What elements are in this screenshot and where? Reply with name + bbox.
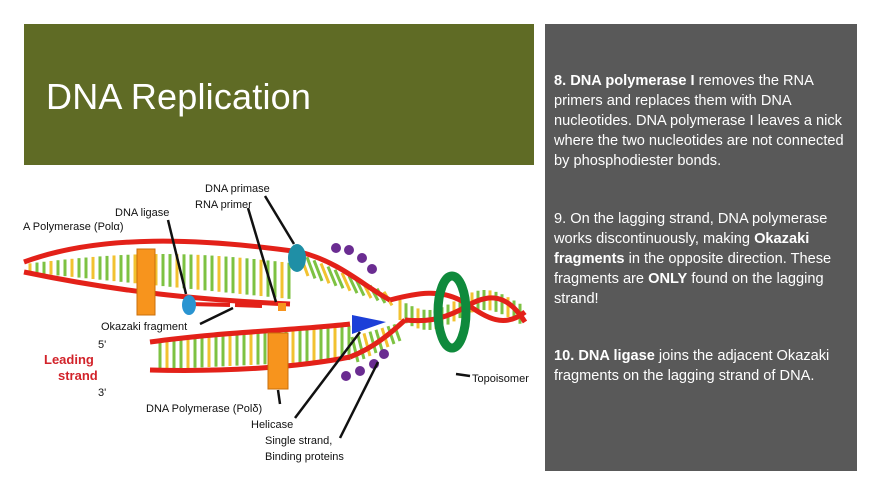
label-okazaki: Okazaki fragment [101,321,187,333]
leader-topo [455,372,471,378]
label-ligase: DNA ligase [115,207,169,219]
label-ssb-1: Single strand, [265,435,332,447]
ssb-protein [367,264,377,274]
label-primase: DNA primase [205,183,270,195]
point-9-text-a: 9. On the lagging strand, DNA polymerase… [554,211,828,247]
point-8-lead: 8. DNA polymerase I [554,73,695,89]
text-panel: 8. DNA polymerase I removes the RNA prim… [545,24,857,471]
ssb-protein [331,243,341,253]
leader-ligase [166,219,188,295]
point-9-bold-a: Okazaki fragments [554,231,810,267]
base-pair [362,333,372,357]
label-strand: strand [58,368,98,383]
label-ssb-2: Binding proteins [265,451,344,463]
point-8: 8. DNA polymerase I removes the RNA prim… [554,71,852,171]
fork-arm-upper [299,249,392,303]
primer-end [278,303,286,311]
ssb-protein [344,245,354,255]
base-pair [312,259,324,282]
okazaki-fragments [189,302,286,311]
point-8-text: removes the RNA primers and replaces the… [554,73,844,169]
point-9-bold-b: ONLY [648,271,688,287]
title-banner: DNA Replication [24,24,534,165]
point-10-text: joins the adjacent Okazaki fragments on … [554,348,830,384]
polymerase-alpha [136,248,156,316]
backbones [23,238,528,373]
ssb-protein [341,371,351,381]
replication-fork-diagram: DNA primase RNA primer DNA ligase A Poly… [23,183,529,463]
point-10: 10. DNA ligase joins the adjacent Okazak… [554,346,852,386]
label-pol-alpha: A Polymerase (Polα) [23,221,124,233]
label-pol-delta: DNA Polymerase (Polδ) [146,403,262,415]
base-pair [368,331,378,354]
leader-primase [263,195,296,245]
ssb-protein [357,253,367,263]
leader-okazaki [199,306,234,326]
upper-strand-top [23,238,301,265]
base-pair [340,272,352,292]
leader-rna-primer [246,207,278,303]
base-pair [347,275,359,294]
label-topoisomerase: Topoisomer [472,373,529,385]
ssb-protein [379,349,389,359]
lower-strand-top [149,321,351,345]
dna-ligase-blob [182,295,196,315]
point-9: 9. On the lagging strand, DNA polymerase… [554,209,852,309]
leader-ssb [338,361,380,439]
polymerase-delta [267,332,289,390]
base-pair [305,256,317,279]
dna-primase-blob [288,244,306,272]
label-five-prime: 5' [98,339,106,351]
ssb-protein [355,366,365,376]
label-rna-primer: RNA primer [195,199,252,211]
rna-primer-mark [234,303,263,308]
base-pair [356,334,366,360]
parent-helix-a [389,290,527,323]
leader-helicase [294,331,361,419]
point-9-text-b: in the opposite direction. These fragmen… [554,251,832,287]
point-10-lead: 10. DNA ligase [554,348,655,364]
parent-helix-b [404,295,528,324]
leader-lines [166,195,471,439]
point-9-text-c: found on the lagging strand! [554,271,824,307]
base-pair [326,266,338,287]
label-helicase: Helicase [251,419,293,431]
slide-title: DNA Replication [46,76,312,117]
helicase-wedge [352,315,386,334]
leader-pol-delta [276,389,282,405]
fork-arm-lower [349,318,407,360]
lower-strand-bottom [149,354,351,373]
base-pair [319,262,331,284]
label-leading: Leading [44,352,94,367]
base-pair [333,269,345,289]
label-three-prime: 3' [98,387,106,399]
upper-strand-bottom [23,269,291,307]
okazaki-fragment-mark [189,302,231,307]
topoisomerase-ring [433,271,471,353]
ssb-proteins [331,243,389,381]
